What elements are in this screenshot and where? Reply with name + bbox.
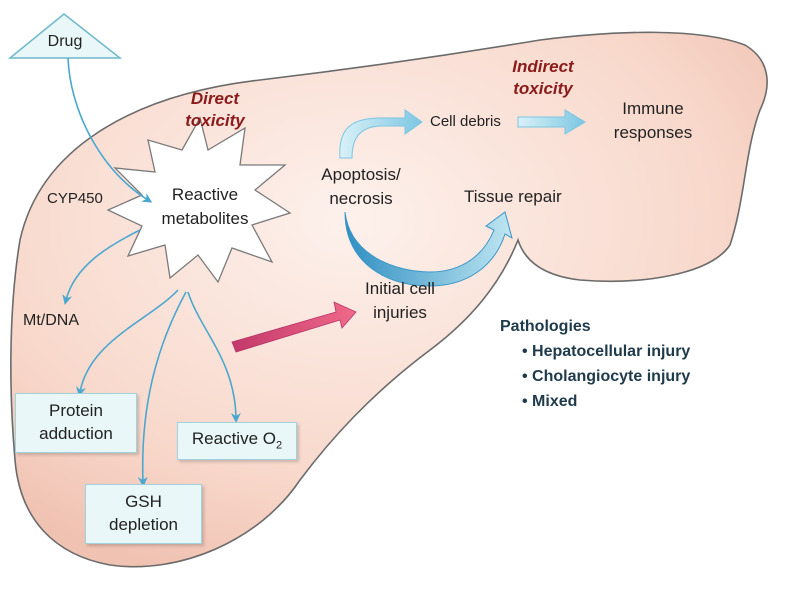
pathology-item: • Mixed [500,389,690,414]
pathologies-block: Pathologies • Hepatocellular injury • Ch… [500,318,690,414]
tissue-repair-label: Tissue repair [464,187,562,207]
immune-responses-label: Immune responses [598,97,708,145]
drug-label: Drug [40,33,90,51]
cell-debris-label: Cell debris [430,113,501,130]
reactive-metabolites-label: Reactive metabolites [150,183,260,231]
reactive-o2-box: Reactive O2 [177,422,297,460]
initial-injuries-label: Initial cell injuries [345,277,455,325]
o2-subscript: 2 [276,440,282,452]
cyp450-label: CYP450 [47,190,103,207]
pathologies-title: Pathologies [500,318,690,336]
direct-toxicity-label: Direct toxicity [170,88,260,132]
indirect-toxicity-label: Indirect toxicity [498,56,588,100]
mt-dna-label: Mt/DNA [23,312,79,330]
pathology-item: • Cholangiocyte injury [500,364,690,389]
apoptosis-label: Apoptosis/ necrosis [306,163,416,211]
pathology-item: • Hepatocellular injury [500,339,690,364]
